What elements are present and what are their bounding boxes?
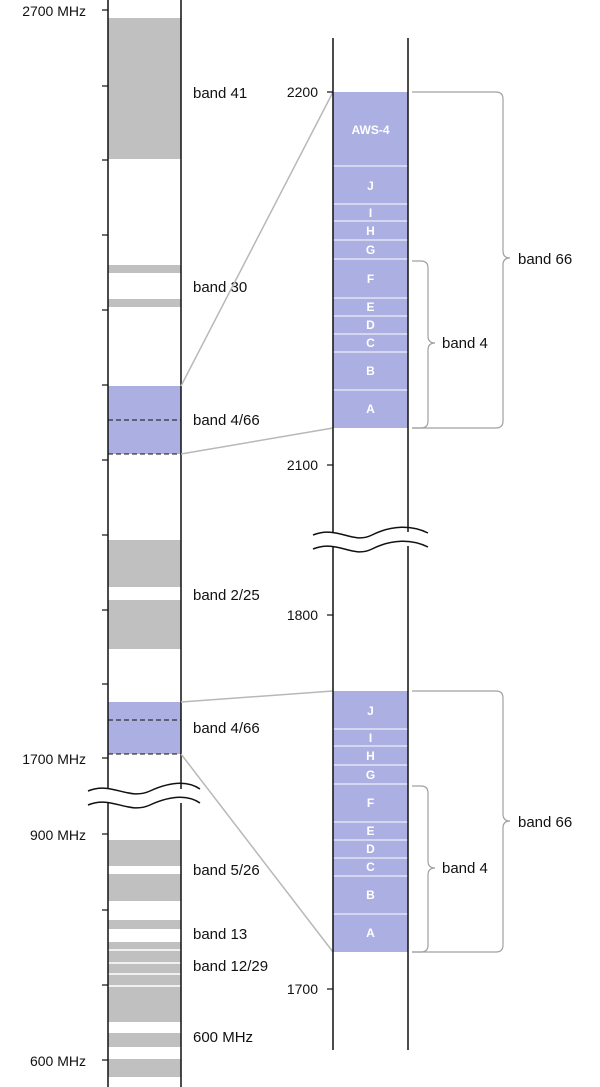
upper-block-e: E: [366, 300, 374, 314]
band-2-25-block-lower: [108, 600, 181, 649]
zoom-connectors: [180, 91, 334, 953]
band-30-block-lower: [108, 299, 181, 307]
lower-block-c: C: [366, 860, 375, 874]
upper-connector-top: [180, 91, 334, 387]
left-tick-label-2700: 2700 MHz: [22, 3, 86, 19]
lower-block-i: I: [369, 731, 372, 745]
lower-block-e: E: [366, 824, 374, 838]
lower-block-a: A: [366, 926, 375, 940]
lower-connector-bottom: [180, 753, 334, 953]
label-band-13: band 13: [193, 926, 247, 943]
upper-block-c: C: [366, 336, 375, 350]
lower-brace-band-66: [412, 690, 511, 953]
upper-brace-band-66: [412, 91, 511, 429]
band-41-block: [108, 18, 181, 159]
right-axis-break-lower: [312, 540, 429, 553]
lower-detail-dividers: [333, 728, 408, 915]
label-band-4-66-lower: band 4/66: [193, 720, 260, 737]
lower-block-d: D: [366, 842, 375, 856]
left-axis-ticks: [102, 9, 108, 1061]
600mhz-block-upper: [108, 1033, 181, 1047]
left-axis-break-lower: [87, 796, 201, 809]
left-tick-label-900: 900 MHz: [30, 827, 86, 843]
right-detail-column: AWS-4 J I H G F E D C B A J I H G F E D …: [287, 38, 572, 1050]
upper-block-aws-4: AWS-4: [351, 123, 389, 137]
600mhz-block-lower: [108, 1059, 181, 1077]
left-tick-label-1700: 1700 MHz: [22, 751, 86, 767]
band-4-66-lower-block: [108, 702, 181, 754]
band-2-25-block-upper: [108, 540, 181, 587]
lower-block-j: J: [367, 704, 374, 718]
upper-block-b: B: [366, 364, 375, 378]
upper-block-h: H: [366, 224, 375, 238]
lower-block-h: H: [366, 749, 375, 763]
upper-band-66-label: band 66: [518, 251, 572, 268]
upper-block-g: G: [366, 243, 375, 257]
label-band-30: band 30: [193, 279, 247, 296]
left-band-column: 2700 MHz 1700 MHz 900 MHz 600 MHz band 4…: [22, 0, 268, 1087]
upper-detail-block: [333, 92, 408, 428]
upper-block-a: A: [366, 402, 375, 416]
lower-connector-top: [180, 690, 334, 703]
right-tick-label-1800: 1800: [287, 607, 318, 623]
band-30-block-upper: [108, 265, 181, 273]
lower-block-b: B: [366, 888, 375, 902]
left-tick-label-600: 600 MHz: [30, 1053, 86, 1069]
left-axis-break-upper: [87, 782, 201, 795]
right-axis-break-upper: [312, 526, 429, 539]
right-axis-ticks: [327, 91, 333, 990]
upper-block-f: F: [367, 272, 374, 286]
label-band-5-26: band 5/26: [193, 862, 260, 879]
lower-block-f: F: [367, 796, 374, 810]
label-band-41: band 41: [193, 85, 247, 102]
band-5-26-block-upper: [108, 840, 181, 866]
upper-band-4-label: band 4: [442, 335, 488, 352]
band-5-26-block-lower: [108, 874, 181, 901]
right-tick-label-2100: 2100: [287, 457, 318, 473]
label-band-12-29: band 12/29: [193, 958, 268, 975]
lower-band-66-label: band 66: [518, 814, 572, 831]
lower-band-4-label: band 4: [442, 860, 488, 877]
right-tick-label-2200: 2200: [287, 84, 318, 100]
upper-block-j: J: [367, 179, 374, 193]
label-600mhz: 600 MHz: [193, 1029, 253, 1046]
upper-detail-dividers: [333, 165, 408, 391]
band-12-29-block: [108, 942, 181, 1022]
lower-brace-band-4: [412, 785, 436, 953]
label-band-4-66-upper: band 4/66: [193, 412, 260, 429]
right-tick-label-1700: 1700: [287, 981, 318, 997]
label-band-2-25: band 2/25: [193, 587, 260, 604]
upper-connector-bottom: [180, 427, 334, 455]
upper-brace-band-4: [412, 260, 436, 429]
lower-block-g: G: [366, 768, 375, 782]
band-13-block: [108, 920, 181, 929]
upper-block-d: D: [366, 318, 375, 332]
upper-block-i: I: [369, 206, 372, 220]
